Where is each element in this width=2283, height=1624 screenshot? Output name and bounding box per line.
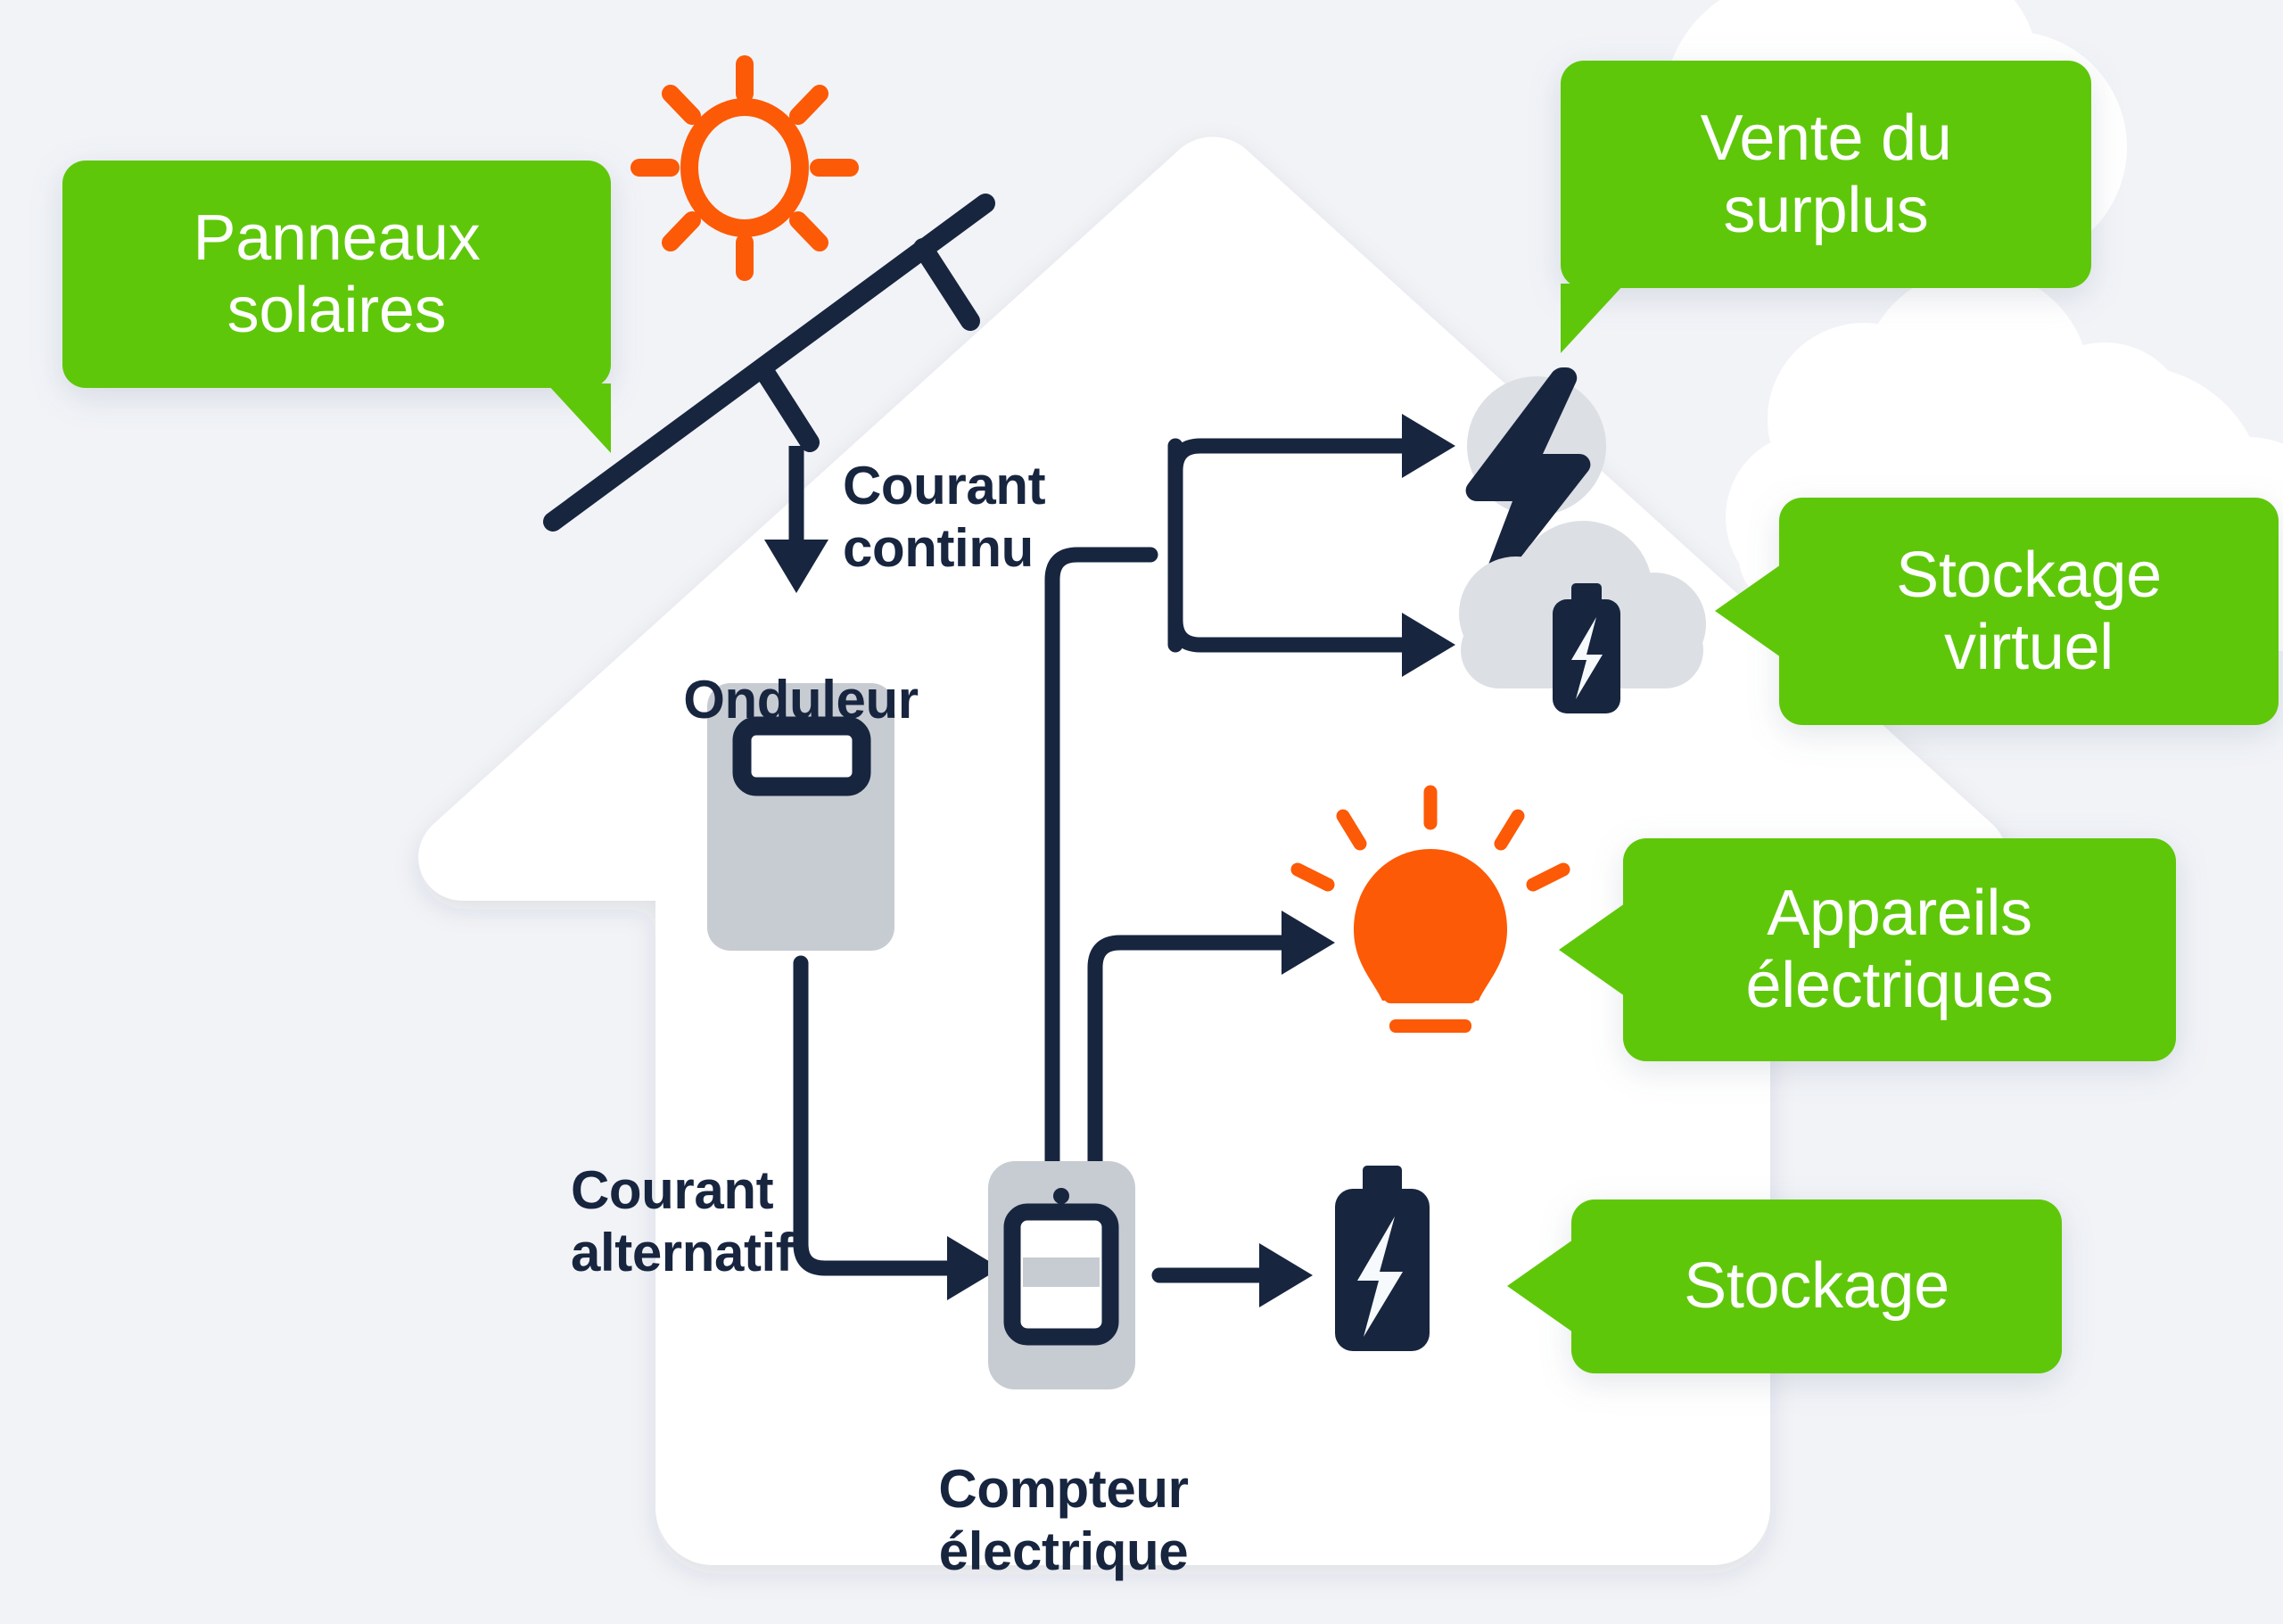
label-onduleur: Onduleur bbox=[640, 606, 961, 731]
label-text: Onduleur bbox=[683, 670, 919, 730]
cloud-battery-icon bbox=[1459, 521, 1706, 713]
inverter-icon bbox=[707, 683, 894, 951]
lightning-bolt-icon bbox=[1465, 367, 1606, 589]
callout-panneaux-solaires[interactable]: Panneaux solaires bbox=[62, 161, 611, 388]
callout-tail-stockage bbox=[1507, 1240, 1573, 1332]
label-courant-continu: Courant continu bbox=[843, 392, 1137, 581]
sun-icon bbox=[631, 55, 859, 281]
connector-dc-arrow bbox=[764, 446, 828, 593]
callout-label: Stockage virtuel bbox=[1896, 539, 2162, 683]
label-compteur-electrique: Compteur électrique bbox=[896, 1396, 1231, 1584]
connector-meter-trunk bbox=[1044, 414, 1455, 1203]
callout-tail-vente-du-surplus bbox=[1561, 284, 1625, 353]
electric-meter-icon bbox=[988, 1161, 1135, 1389]
connector-appliances bbox=[1087, 911, 1335, 1185]
connector-battery bbox=[1151, 1243, 1313, 1307]
solar-panel-icon bbox=[543, 194, 995, 532]
callout-tail-appareils-electriques bbox=[1559, 903, 1625, 996]
callout-stockage-virtuel[interactable]: Stockage virtuel bbox=[1779, 498, 2279, 725]
callout-stockage[interactable]: Stockage bbox=[1571, 1199, 2062, 1373]
connector-ac bbox=[793, 955, 1001, 1300]
callout-tail-panneaux-solaires bbox=[547, 383, 611, 453]
label-courant-alternatif: Courant alternatif bbox=[571, 1097, 874, 1285]
label-text: Courant alternatif bbox=[571, 1160, 794, 1283]
light-bulb-icon bbox=[1290, 785, 1570, 1033]
callout-tail-stockage-virtuel bbox=[1715, 565, 1781, 657]
battery-shape bbox=[1553, 583, 1620, 713]
label-text: Courant continu bbox=[843, 456, 1046, 579]
callout-label: Stockage bbox=[1684, 1250, 1949, 1323]
label-text: Compteur électrique bbox=[938, 1459, 1189, 1582]
callout-vente-du-surplus[interactable]: Vente du surplus bbox=[1561, 61, 2091, 288]
callout-appareils-electriques[interactable]: Appareils électriques bbox=[1623, 838, 2176, 1061]
callout-label: Appareils électriques bbox=[1745, 878, 2054, 1021]
callout-label: Vente du surplus bbox=[1700, 102, 1952, 246]
battery-icon bbox=[1335, 1166, 1430, 1351]
callout-label: Panneaux solaires bbox=[193, 202, 481, 346]
